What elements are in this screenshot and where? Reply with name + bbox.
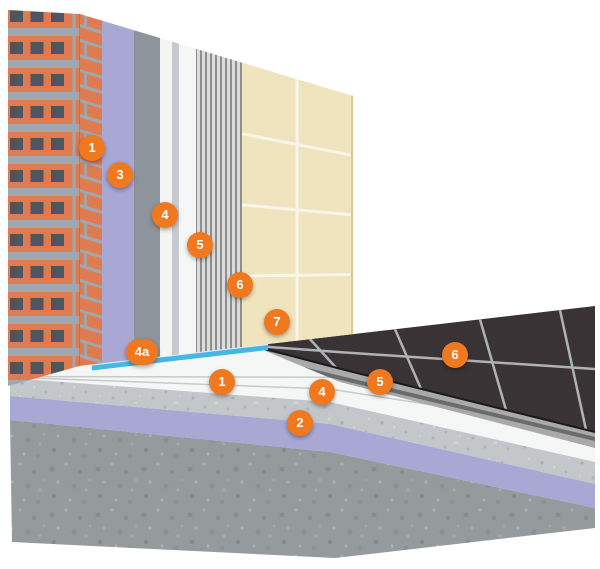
wall-badge-7: 7 <box>264 309 290 335</box>
floor-adhesive-ribs <box>253 345 595 448</box>
junction-badge-4a: 4a <box>126 339 158 365</box>
brick-wall-cut-face <box>8 10 80 386</box>
floor-screed-layer <box>10 378 595 484</box>
wall-badge-4: 4 <box>152 202 178 228</box>
floor-tile-grout-long <box>252 344 596 371</box>
wall-gray-layer <box>134 30 160 360</box>
brick-wall-face <box>80 14 102 366</box>
floor-tile-front-edge <box>252 344 596 433</box>
wall-layers <box>8 10 353 386</box>
floor-tile-grout-cross <box>558 309 588 431</box>
wall-badge-3: 3 <box>107 162 133 188</box>
wall-purple-layer <box>102 20 134 364</box>
floor-badge-6: 6 <box>442 342 468 368</box>
wall-badge-6: 6 <box>227 272 253 298</box>
wall-badge-5: 5 <box>187 232 213 258</box>
wall-badge-1: 1 <box>79 135 105 161</box>
floor-badge-2: 2 <box>287 410 313 436</box>
floor-badge-5: 5 <box>367 369 393 395</box>
floor-concrete-slab <box>10 420 595 558</box>
wall-membrane-layer <box>179 43 196 355</box>
floor-tile-grout-cross <box>393 328 423 390</box>
floor-tile-grout-cross <box>309 338 337 369</box>
floor-layers <box>9 306 596 558</box>
floor-tile-grout-cross <box>478 319 508 411</box>
floor-badge-1: 1 <box>209 369 235 395</box>
floor-tiles <box>253 306 595 432</box>
floor-purple-layer <box>10 396 595 508</box>
wall-white-layer <box>160 38 172 357</box>
wall-adhesive-combed <box>196 48 242 353</box>
wall-thin-gray-layer <box>172 41 179 356</box>
floor-badge-4: 4 <box>309 379 335 405</box>
